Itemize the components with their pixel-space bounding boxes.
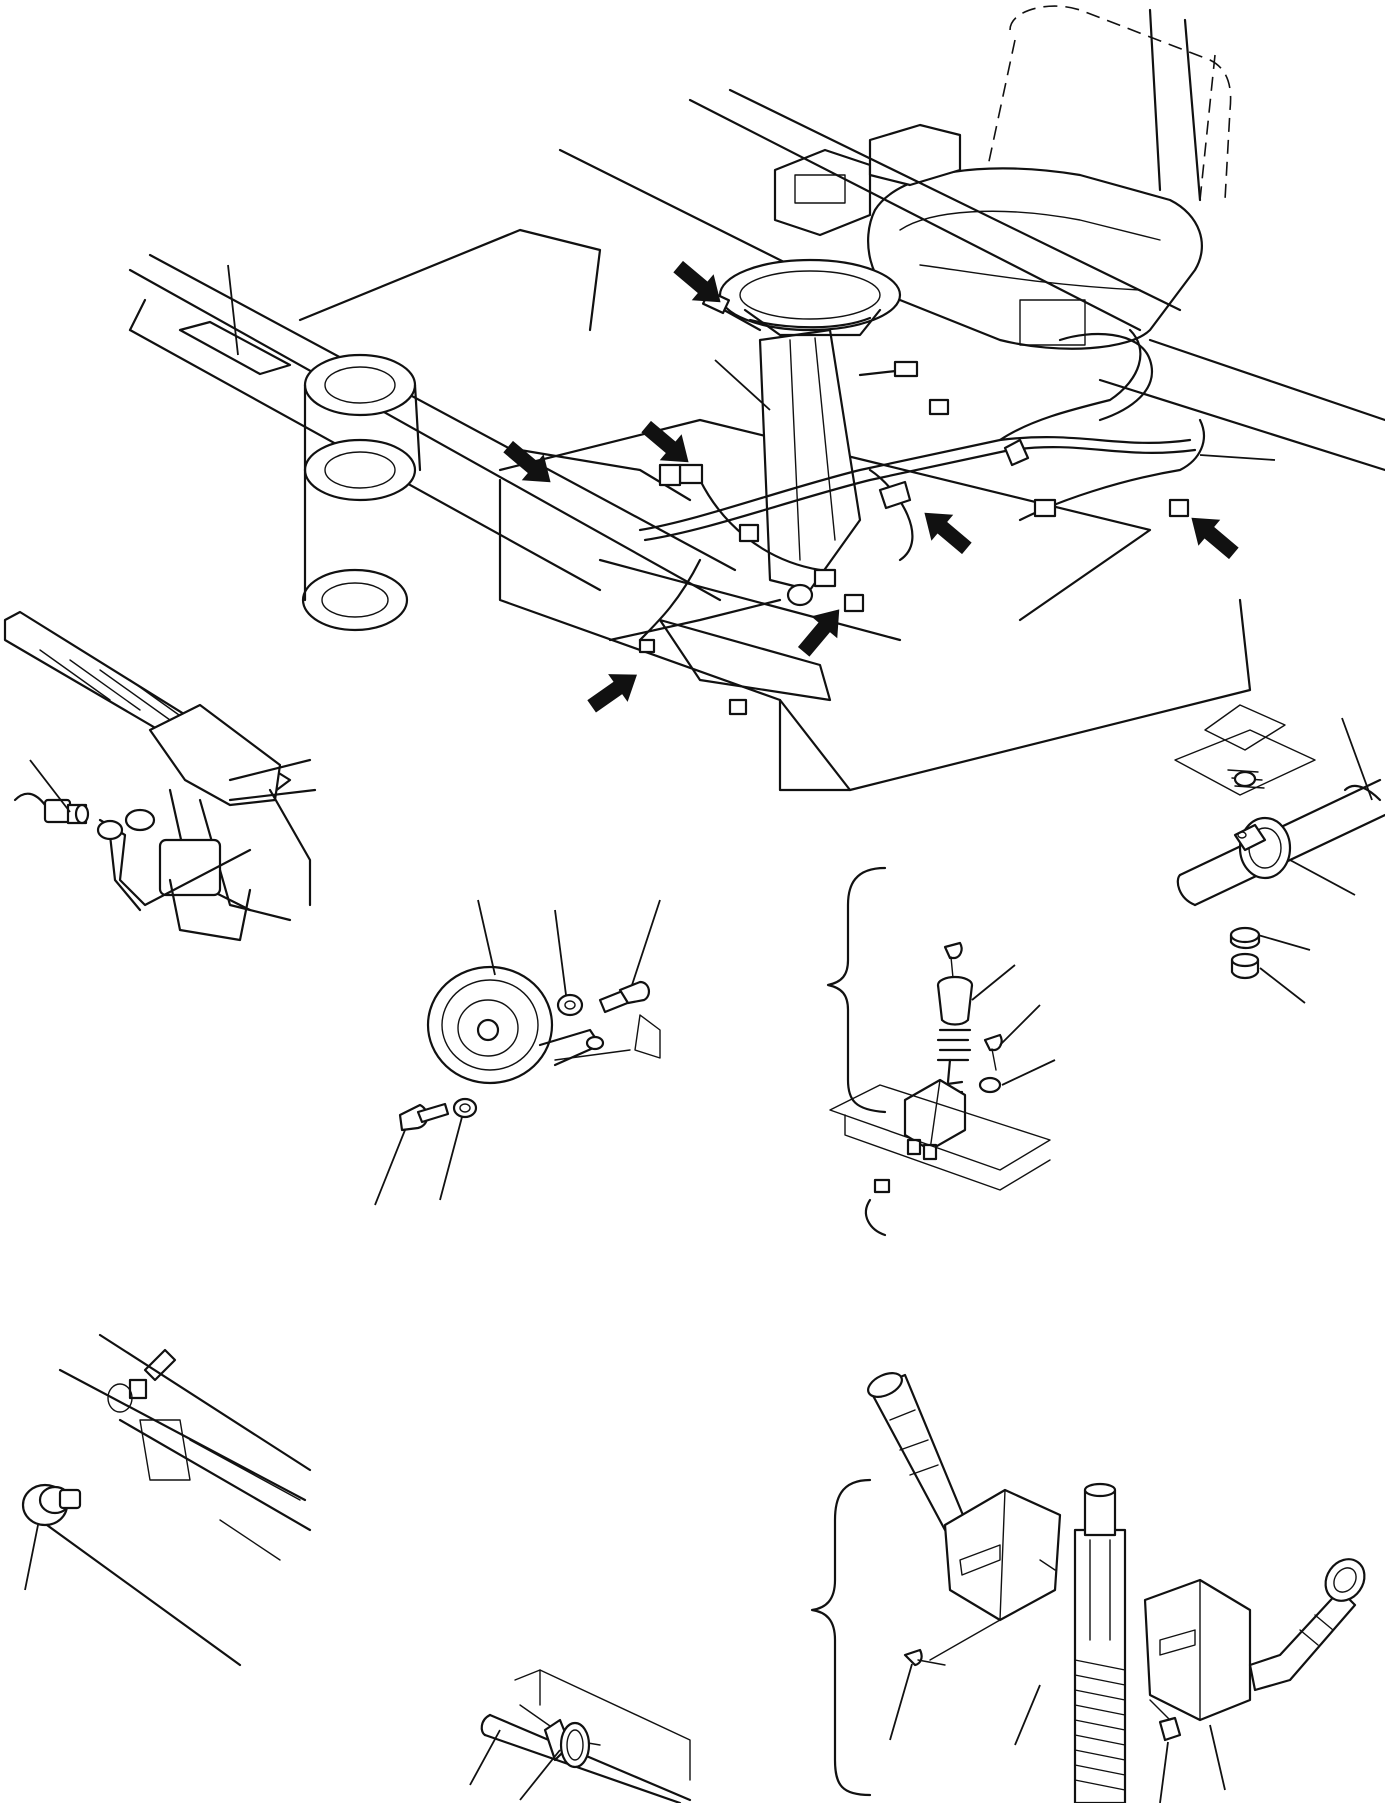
callout-arrows	[503, 260, 1239, 713]
brake-pedal-switch-view	[3, 610, 317, 942]
front-connector-arrow-icon	[587, 674, 637, 713]
connector-arrow-icon	[1191, 517, 1239, 560]
combination-switch-view	[810, 1372, 1366, 1805]
horn-button-view	[826, 866, 1056, 1237]
frame-switch-view	[21, 1333, 312, 1667]
cable-clamp-view	[469, 1669, 692, 1805]
harness-clip-arrow-icon	[924, 512, 972, 555]
lower-connector-arrow-icon	[797, 609, 840, 657]
left-bracket-arrow-icon	[503, 440, 551, 483]
harness-grommet-view	[1174, 704, 1385, 1004]
horn-view	[374, 899, 661, 1206]
relay-arrow-icon	[641, 420, 689, 463]
main-frame-view	[128, 5, 1385, 792]
steering-column-arrow-icon	[673, 260, 721, 303]
